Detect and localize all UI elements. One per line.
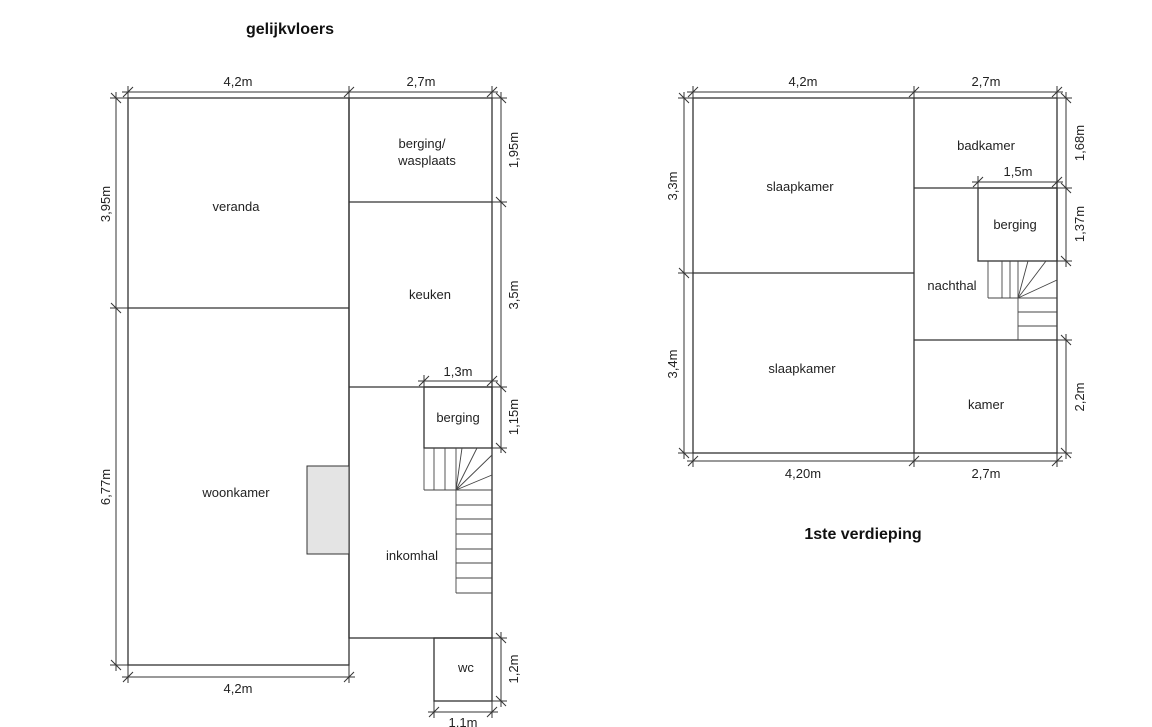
gf-room-berging-line1: berging/ <box>399 136 446 151</box>
gf-stairs <box>423 447 493 594</box>
gf-room-berging-line2: wasplaats <box>397 153 456 168</box>
ff-stairs <box>987 260 1058 340</box>
gf-dim-top-right: 2,7m <box>407 74 436 89</box>
ff-dim-top <box>687 86 1063 98</box>
ff-dim-berging <box>972 176 1063 188</box>
gf-room-inkomhal: inkomhal <box>386 548 438 563</box>
gf-dim-right <box>492 92 507 707</box>
gf-dim-bottom <box>122 665 355 683</box>
gf-dim-right-3: 1,15m <box>506 399 521 435</box>
gf-wc-wall <box>433 637 493 702</box>
ff-dim-bottom-left: 4,20m <box>785 466 821 481</box>
gf-right-block-wall <box>348 97 493 639</box>
ff-dim-left <box>678 92 693 459</box>
gf-dim-right-4: 1,2m <box>506 655 521 684</box>
ground-floor-title: gelijkvloers <box>246 21 334 38</box>
gf-dim-left-lower: 6,77m <box>98 469 113 505</box>
first-floor-plan: slaapkamer slaapkamer badkamer berging n… <box>665 74 1087 481</box>
gf-dim-top-left: 4,2m <box>224 74 253 89</box>
gf-dim-wc <box>428 701 498 718</box>
gf-dim-top <box>122 86 498 98</box>
gf-berging-wall <box>423 386 493 449</box>
gf-room-woonkamer: woonkamer <box>201 485 270 500</box>
gf-room-wc: wc <box>457 660 474 675</box>
ff-room-slaapkamer-top: slaapkamer <box>766 179 834 194</box>
gf-dim-berging-width: 1,3m <box>444 364 473 379</box>
gf-dim-left <box>110 92 128 671</box>
ff-room-badkamer: badkamer <box>957 138 1015 153</box>
ff-dim-left-upper: 3,3m <box>665 172 680 201</box>
ff-outer-wall <box>692 97 1058 454</box>
ff-room-slaapkamer-bottom: slaapkamer <box>768 361 836 376</box>
fireplace <box>306 465 350 555</box>
ff-dim-right <box>1057 92 1072 459</box>
ff-dim-bottom-right: 2,7m <box>972 466 1001 481</box>
gf-dim-bottom-left: 4,2m <box>224 681 253 696</box>
gf-room-keuken: keuken <box>409 287 451 302</box>
first-floor-title: 1ste verdieping <box>804 526 921 543</box>
gf-dim-left-upper: 3,95m <box>98 186 113 222</box>
ff-room-nachthal: nachthal <box>927 278 976 293</box>
ff-dim-right-1: 1,68m <box>1072 125 1087 161</box>
gf-dim-right-2: 3,5m <box>506 281 521 310</box>
ff-dim-right-2: 1,37m <box>1072 206 1087 242</box>
ff-dim-left-lower: 3,4m <box>665 350 680 379</box>
gf-dim-wc-width: 1,1m <box>449 715 478 727</box>
ff-dim-bottom <box>687 453 1063 467</box>
ff-room-berging: berging <box>993 217 1036 232</box>
gf-room-berging: berging <box>436 410 479 425</box>
ff-room-kamer: kamer <box>968 397 1005 412</box>
gf-room-veranda: veranda <box>213 199 261 214</box>
ground-floor-plan: veranda berging/ wasplaats keuken bergin… <box>98 74 521 727</box>
ff-berging-wall <box>977 187 1058 262</box>
gf-left-block-wall <box>127 97 350 666</box>
ff-dim-top-left: 4,2m <box>789 74 818 89</box>
gf-dim-berging <box>418 375 498 387</box>
gf-dim-right-1: 1,95m <box>506 132 521 168</box>
ff-dim-right-3: 2,2m <box>1072 383 1087 412</box>
ff-dim-top-right: 2,7m <box>972 74 1001 89</box>
ff-dim-berging-width: 1,5m <box>1004 164 1033 179</box>
